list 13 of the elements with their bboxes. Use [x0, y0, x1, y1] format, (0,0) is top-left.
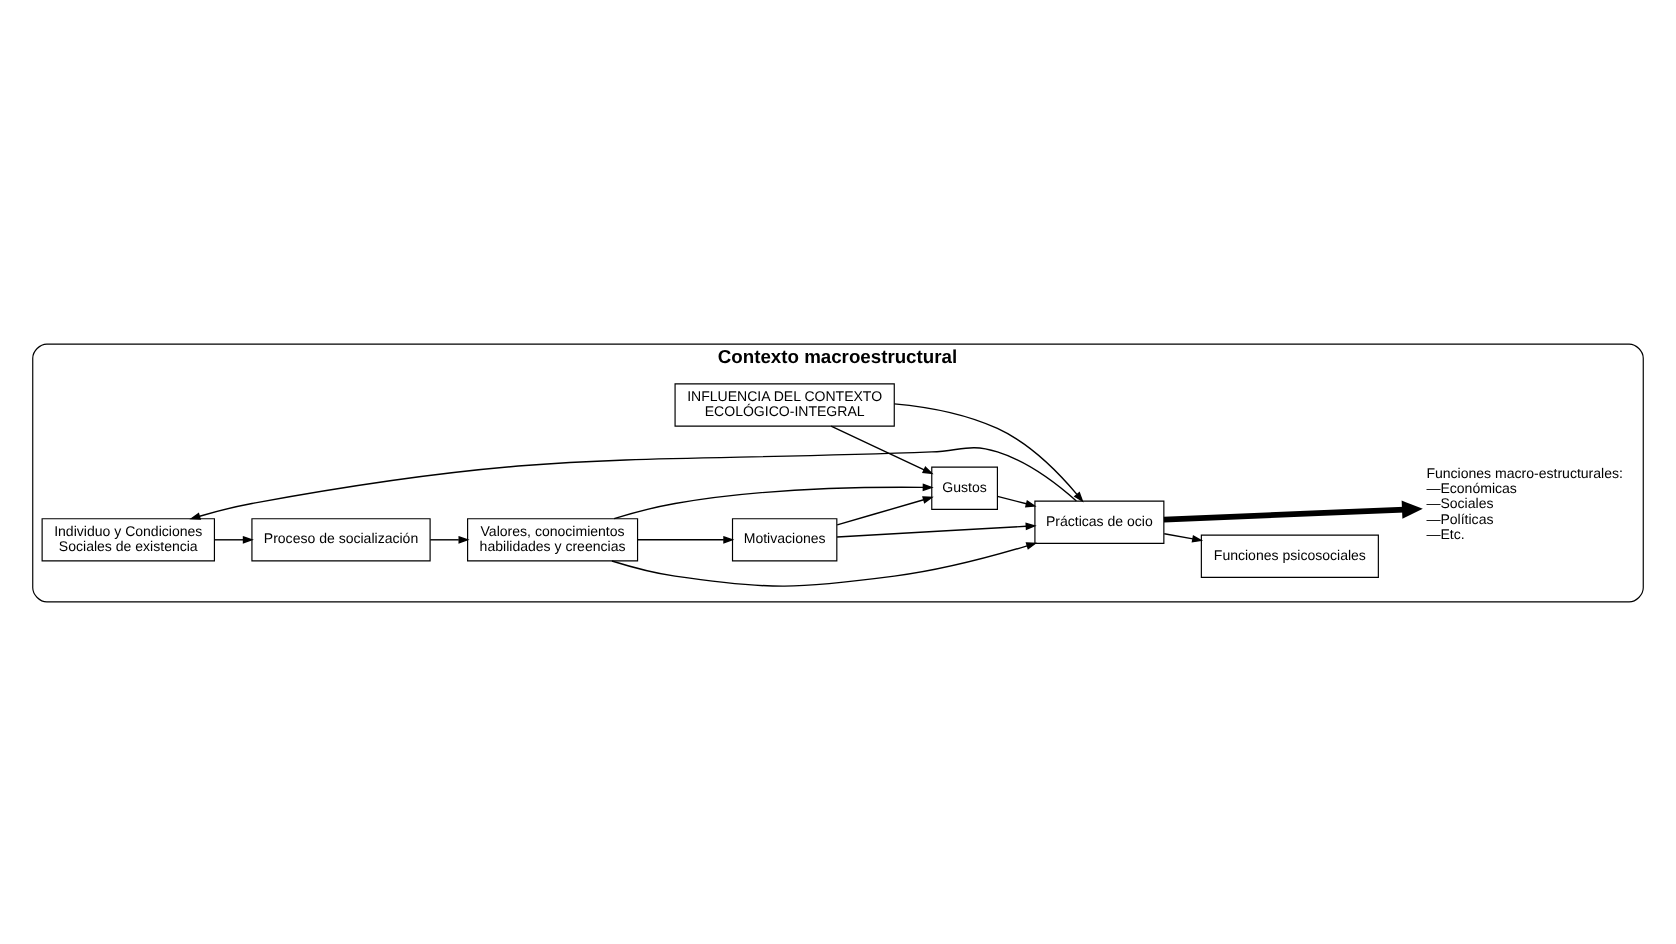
arrow — [189, 446, 1078, 519]
arrow — [836, 521, 1037, 537]
arrow — [830, 424, 934, 474]
arrow — [636, 534, 735, 543]
arrow — [613, 482, 934, 519]
arrow — [611, 541, 1038, 586]
arrow — [1163, 499, 1423, 522]
arrow — [836, 495, 934, 525]
arrow — [429, 534, 470, 543]
arrow — [214, 534, 254, 543]
arrow — [893, 402, 1084, 502]
arrow — [1163, 532, 1204, 542]
arrow — [996, 494, 1037, 507]
